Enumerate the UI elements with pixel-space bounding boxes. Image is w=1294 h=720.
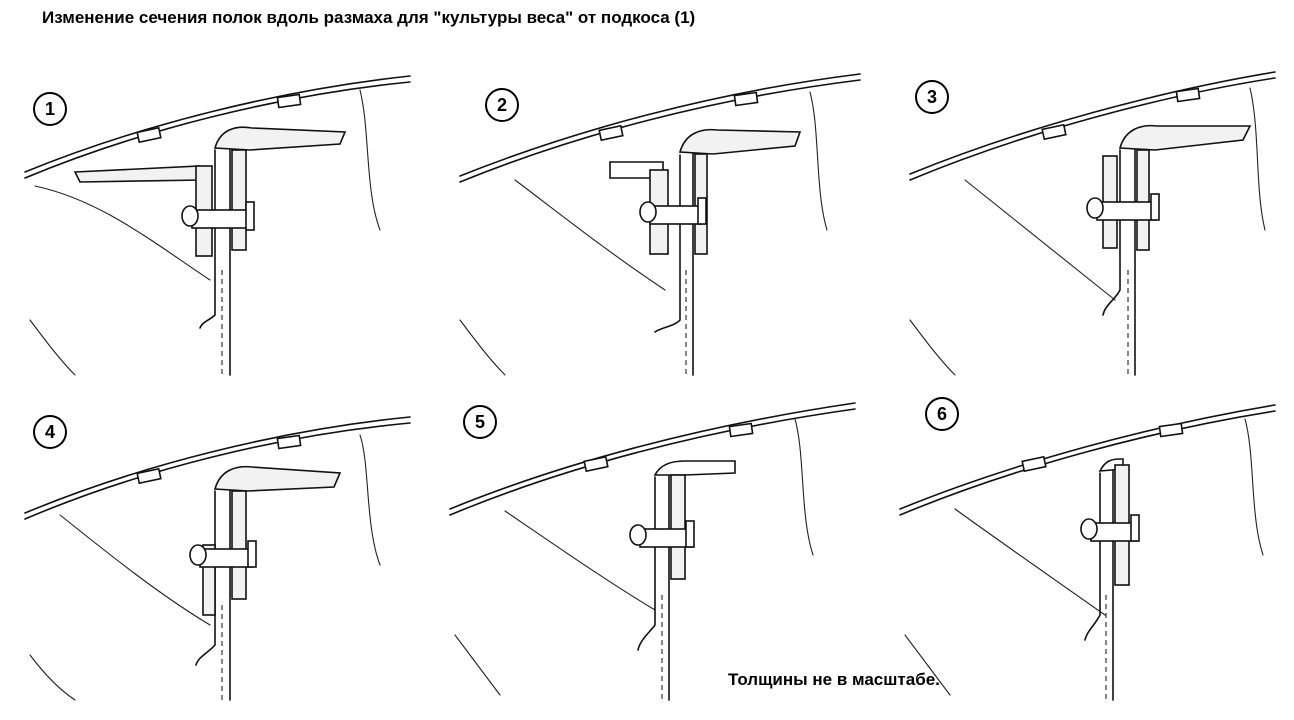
panel-6: 6 bbox=[895, 395, 1294, 705]
flange-section-sketch-5 bbox=[449, 402, 856, 701]
flange-section-sketch-1 bbox=[24, 75, 411, 376]
flange-section-sketch-2 bbox=[459, 73, 861, 376]
flange-section-sketch-6 bbox=[899, 404, 1276, 701]
panel-3: 3 bbox=[905, 70, 1294, 380]
panel-4: 4 bbox=[20, 395, 440, 705]
panel-5: 5 bbox=[445, 395, 865, 705]
panel-number-badge: 2 bbox=[485, 88, 519, 122]
flange-section-sketch-4 bbox=[24, 416, 411, 701]
panel-2: 2 bbox=[455, 70, 875, 380]
panel-number-badge: 3 bbox=[915, 80, 949, 114]
panel-number-badge: 5 bbox=[463, 405, 497, 439]
panel-1: 1 bbox=[20, 70, 440, 380]
scale-note: Толщины не в масштабе. bbox=[728, 670, 940, 689]
panel-number-badge: 6 bbox=[925, 397, 959, 431]
flange-section-sketch-3 bbox=[909, 71, 1276, 376]
panel-number-badge: 1 bbox=[33, 92, 67, 126]
panel-number-badge: 4 bbox=[33, 415, 67, 449]
page-title: Изменение сечения полок вдоль размаха дл… bbox=[42, 8, 696, 27]
